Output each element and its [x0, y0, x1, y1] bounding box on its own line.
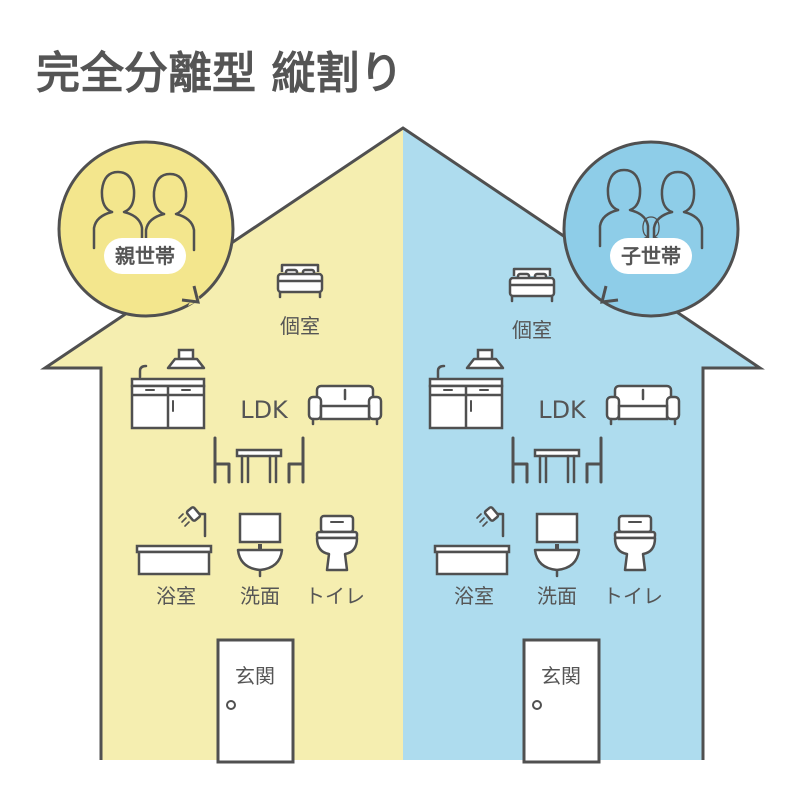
- child-entrance-label: 玄関: [541, 664, 581, 688]
- door-icon: [522, 638, 601, 764]
- child-bath-label: 浴室: [454, 584, 494, 608]
- page-title: 完全分離型 縦割り: [36, 48, 403, 99]
- sofa-icon: [307, 384, 383, 426]
- parent-bath-label: 浴室: [156, 584, 196, 608]
- child-unit: 個室 LDK 浴室 洗面 トイレ 玄関: [428, 267, 681, 764]
- child-household-label: 子世帯: [621, 244, 681, 268]
- bed-icon: [276, 263, 324, 299]
- parent-ldk-label: LDK: [240, 396, 289, 424]
- parent-washroom-label: 洗面: [240, 584, 280, 608]
- child-ldk-label: LDK: [538, 396, 587, 424]
- parent-household-bubble: 親世帯: [57, 140, 235, 318]
- child-household-badge: [610, 238, 692, 274]
- child-side-fill: [403, 128, 760, 760]
- parent-entrance-label: 玄関: [235, 664, 275, 688]
- bed-icon: [508, 267, 556, 303]
- child-toilet-label: トイレ: [603, 584, 663, 608]
- child-bedroom-label: 個室: [512, 318, 552, 342]
- child-household-bubble: 子世帯: [562, 140, 740, 318]
- parent-unit: 個室 LDK 浴室 洗面 トイレ 玄関: [130, 263, 383, 764]
- parent-household-label: 親世帯: [115, 244, 175, 268]
- sofa-icon: [605, 384, 681, 426]
- door-icon: [216, 638, 295, 764]
- parent-toilet-label: トイレ: [305, 584, 365, 608]
- house-outline: [40, 126, 765, 760]
- parent-bedroom-label: 個室: [280, 314, 320, 338]
- parent-household-badge: [104, 238, 186, 274]
- child-washroom-label: 洗面: [537, 584, 577, 608]
